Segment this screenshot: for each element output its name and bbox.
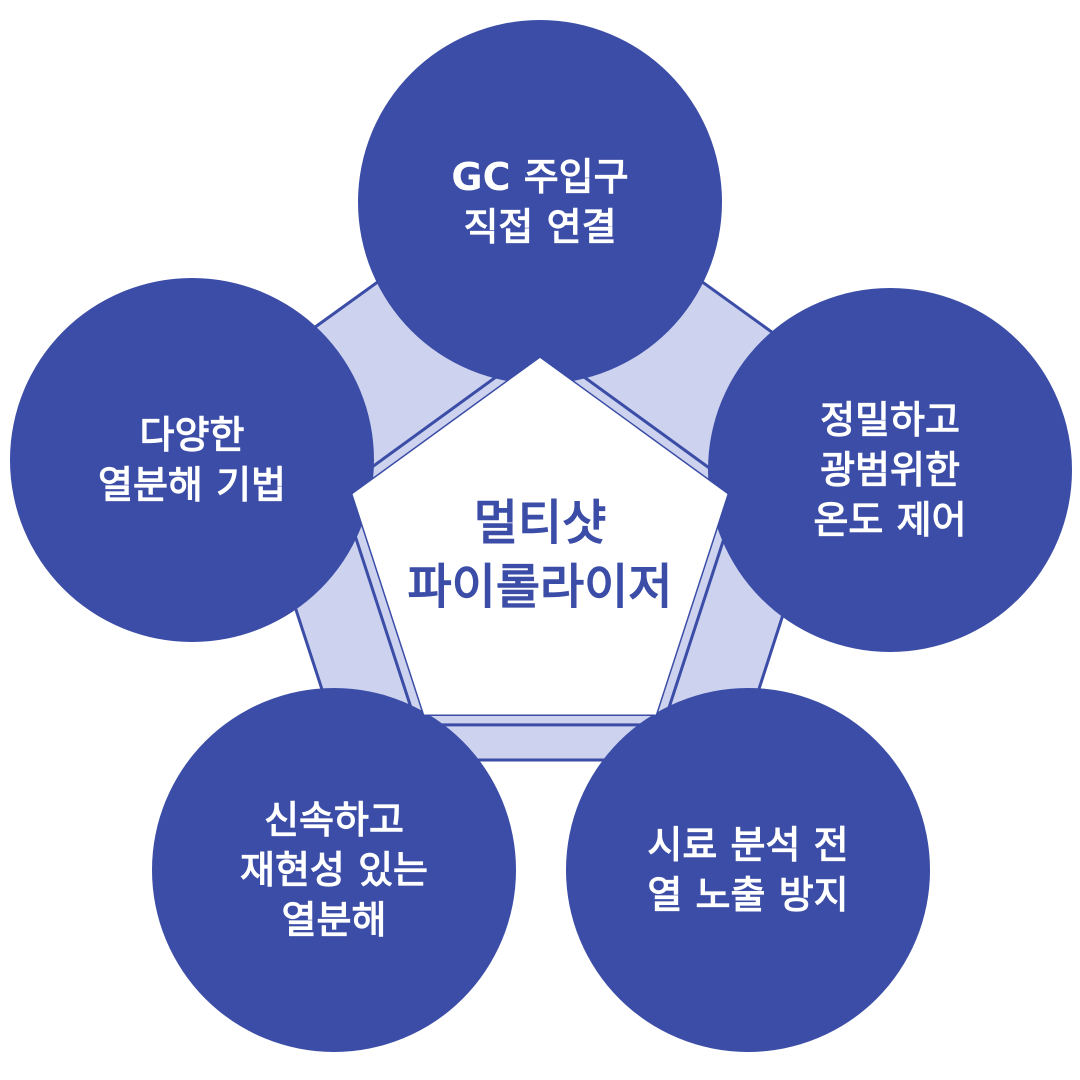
node-label-line: 열분해 기법 (98, 463, 286, 507)
node-label-line: 온도 제어 (813, 498, 966, 542)
node-label-line: 광범위한 (820, 448, 960, 492)
node-label-line: GC 주입구 (451, 155, 628, 199)
node-label-line: 열 노출 방지 (647, 873, 848, 917)
node-circle (152, 688, 516, 1052)
node-circle (358, 20, 722, 384)
node-circle (708, 288, 1072, 652)
node-label-line: 신속하고 (264, 798, 404, 842)
node-label-line: 직접 연결 (463, 205, 616, 249)
center-pentagon-outline (338, 343, 742, 727)
node-label-line: 정밀하고 (820, 398, 960, 442)
center-label-line: 멀티샷 (474, 495, 606, 551)
node-label-line: 열분해 (282, 898, 387, 942)
node-circle (10, 278, 374, 642)
node-label-line: 다양한 (140, 413, 245, 457)
node-label-line: 재현성 있는 (240, 848, 428, 892)
node-circle (566, 688, 930, 1052)
center-label-line: 파이롤라이저 (408, 559, 673, 615)
node-label-line: 시료 분석 전 (647, 823, 848, 867)
node-bottom-right: 시료 분석 전열 노출 방지 (566, 688, 930, 1052)
center-pentagon (350, 356, 730, 716)
